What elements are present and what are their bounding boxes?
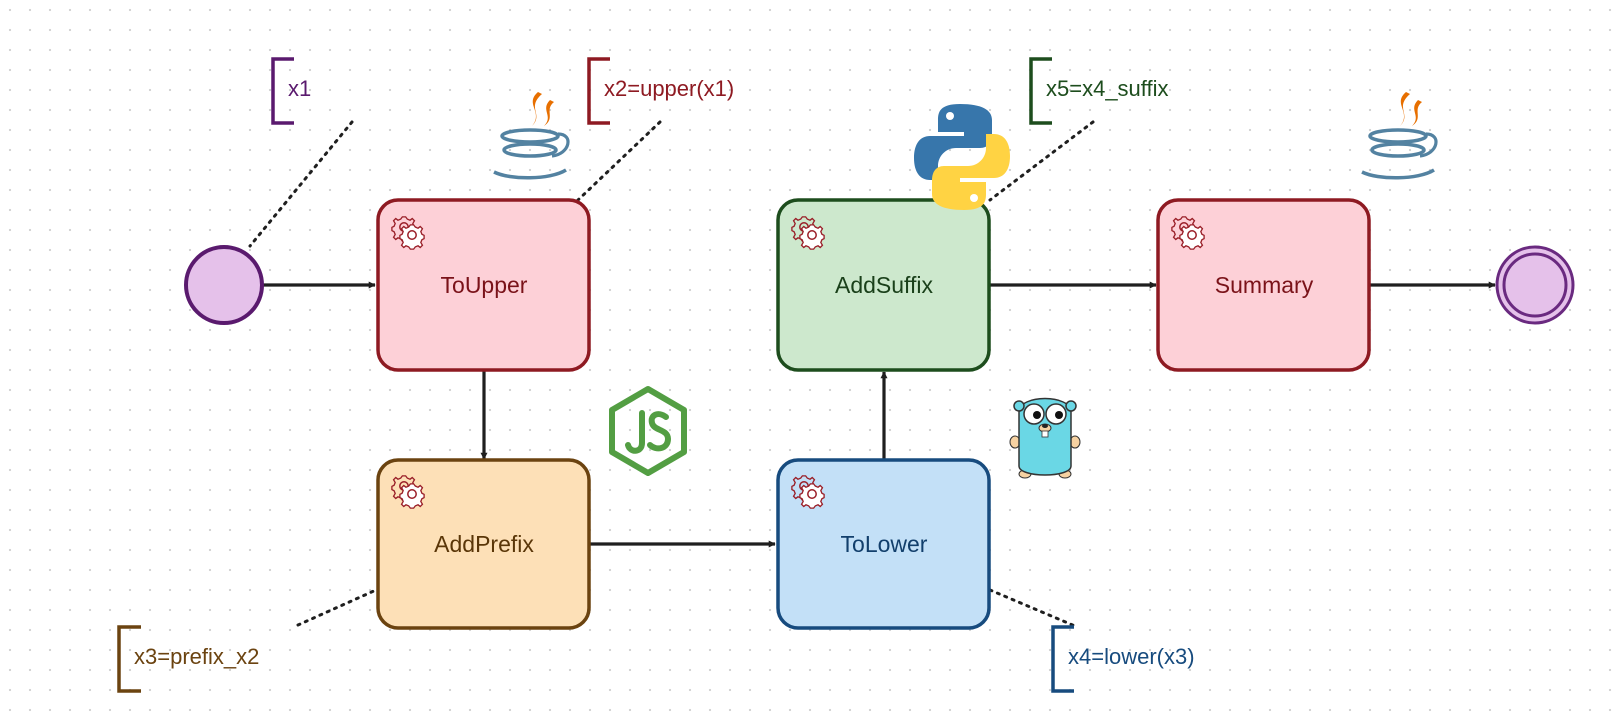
task-addsuffix[interactable]: AddSuffix — [776, 198, 991, 372]
annotation-x4[interactable]: x4=lower(x3) — [1051, 625, 1195, 693]
annotation-text: x2=upper(x1) — [604, 76, 734, 101]
nodejs-icon — [609, 386, 687, 476]
task-label: ToUpper — [441, 272, 528, 298]
annotation-x2[interactable]: x2=upper(x1) — [587, 57, 734, 125]
task-summary[interactable]: Summary — [1156, 198, 1371, 372]
task-label: ToLower — [841, 531, 928, 557]
go-gopher-icon — [1009, 397, 1081, 479]
annotation-text: x5=x4_suffix — [1046, 76, 1169, 101]
association-x3 — [296, 588, 378, 627]
associations — [248, 120, 1095, 628]
association-x5 — [988, 120, 1095, 202]
annotation-text: x1 — [288, 76, 311, 101]
start-event[interactable] — [184, 245, 264, 325]
python-icon — [914, 104, 1010, 210]
association-x1 — [248, 120, 354, 248]
java-icon — [1361, 92, 1438, 180]
task-label: AddPrefix — [434, 531, 534, 557]
annotation-x5[interactable]: x5=x4_suffix — [1029, 57, 1169, 125]
annotation-text: x4=lower(x3) — [1068, 644, 1195, 669]
java-icon — [493, 92, 570, 180]
association-x4 — [988, 588, 1077, 628]
association-x2 — [576, 120, 662, 202]
task-toupper[interactable]: ToUpper — [376, 198, 591, 372]
end-event[interactable] — [1495, 245, 1575, 325]
task-addprefix[interactable]: AddPrefix — [376, 458, 591, 630]
task-label: Summary — [1215, 272, 1314, 298]
task-label: AddSuffix — [835, 272, 934, 298]
annotation-text: x3=prefix_x2 — [134, 644, 259, 669]
annotation-x3[interactable]: x3=prefix_x2 — [117, 625, 259, 693]
task-tolower[interactable]: ToLower — [776, 458, 991, 630]
sequence-flows — [257, 281, 1496, 548]
annotation-x1[interactable]: x1 — [271, 57, 311, 125]
